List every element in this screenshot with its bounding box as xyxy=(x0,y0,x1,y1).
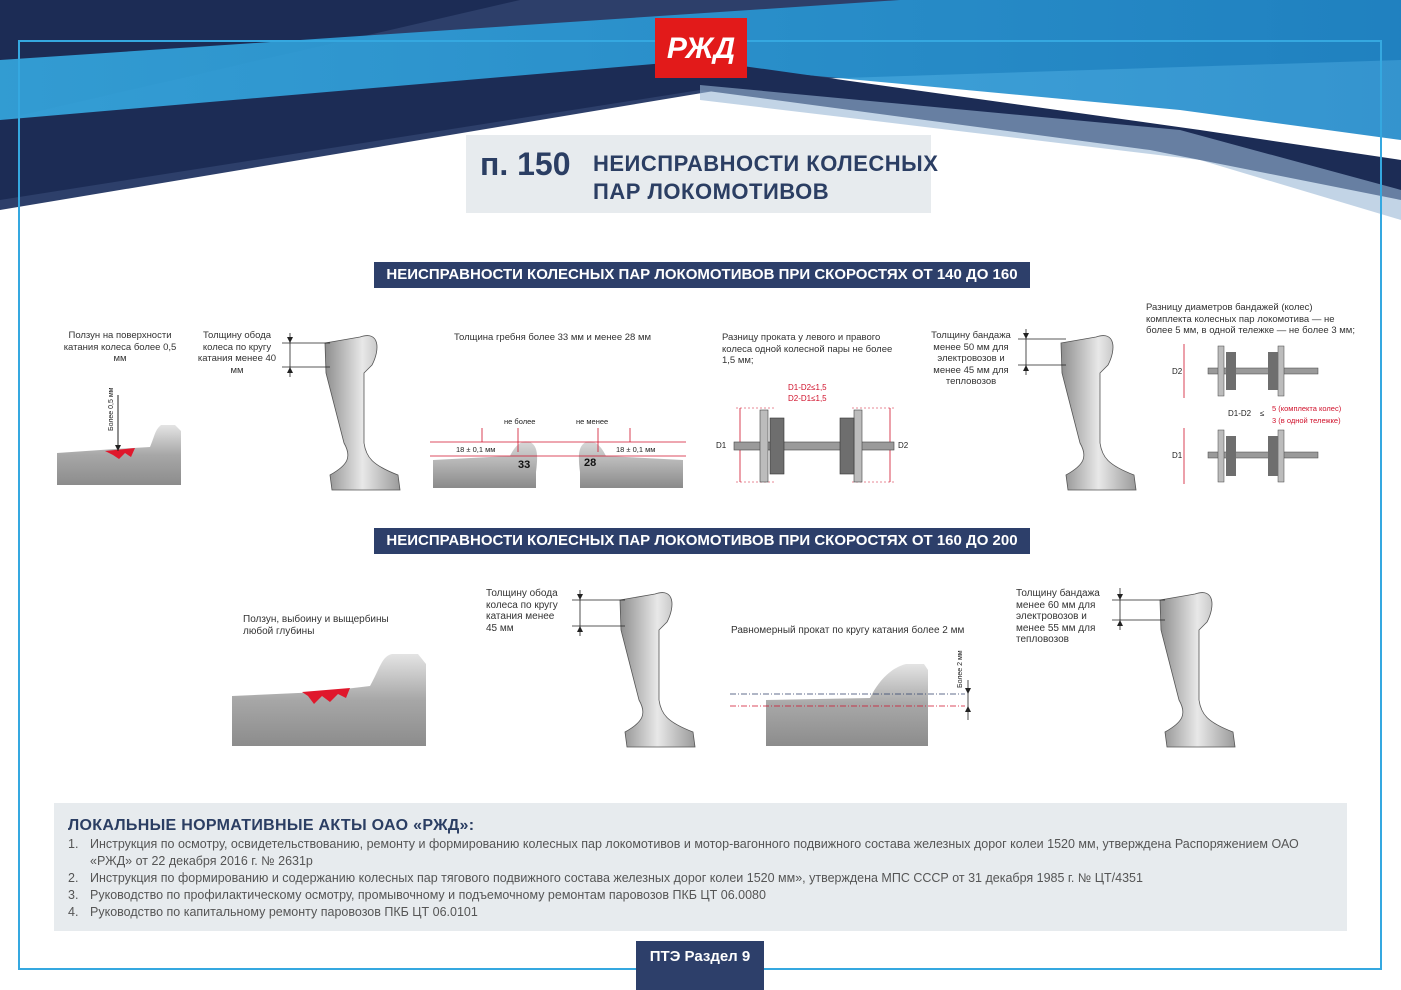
s2-item1-wheel-damage-diagram xyxy=(232,654,426,746)
svg-text:5 (комплекта колес): 5 (комплекта колес) xyxy=(1272,404,1342,413)
s1-item4-formula2: D2-D1≤1,5 xyxy=(788,394,827,403)
s1-item5-caption: Толщину бандажа менее 50 мм для электров… xyxy=(931,330,1011,387)
s1-item4-formula1: D1-D2≤1,5 xyxy=(788,383,827,392)
svg-text:18 ± 0,1 мм: 18 ± 0,1 мм xyxy=(616,445,655,454)
svg-text:D1: D1 xyxy=(716,441,727,450)
rzd-logo: РЖД xyxy=(655,18,747,78)
s1-item2-rim-diagram xyxy=(282,333,401,491)
s2-item2-caption: Толщину обода колеса по кругу катания ме… xyxy=(486,588,558,634)
title-line-1: НЕИСПРАВНОСТИ КОЛЕСНЫХ xyxy=(593,151,939,176)
list-item: 3.Руководство по профилактическому осмот… xyxy=(68,888,766,902)
title-box xyxy=(466,135,931,213)
page-title: НЕИСПРАВНОСТИ КОЛЕСНЫХ ПАР ЛОКОМОТИВОВ xyxy=(593,150,938,206)
norms-list: 1.Инструкция по осмотру, освидетельствов… xyxy=(68,836,1338,921)
norms-panel xyxy=(54,803,1347,931)
section2-banner: НЕИСПРАВНОСТИ КОЛЕСНЫХ ПАР ЛОКОМОТИВОВ П… xyxy=(374,528,1030,554)
svg-text:D1-D2: D1-D2 xyxy=(1228,409,1252,418)
svg-text:3 (в одной тележке): 3 (в одной тележке) xyxy=(1272,416,1341,425)
svg-text:18 ± 0,1 мм: 18 ± 0,1 мм xyxy=(456,445,495,454)
svg-text:D2: D2 xyxy=(898,441,909,450)
s1-item3-caption: Толщина гребня более 33 мм и менее 28 мм xyxy=(453,332,652,343)
s1-item4-caption: Разницу проката у левого и правого колес… xyxy=(722,332,893,366)
s1-item5-tire-diagram xyxy=(1018,329,1137,491)
s1-item3-flange-diagram: не более не менее 18 ± 0,1 мм 18 ± 0,1 м… xyxy=(430,417,686,488)
s1-item6-wheelsets-diagram: D2 D1 D1-D2 ≤ 5 (комплекта колес) 3 (в о… xyxy=(1172,344,1342,484)
svg-text:D2: D2 xyxy=(1172,367,1183,376)
svg-text:D1: D1 xyxy=(1172,451,1183,460)
svg-text:Более 2 мм: Более 2 мм xyxy=(957,650,964,688)
svg-text:не более: не более xyxy=(504,417,535,426)
s2-item2-rim-diagram xyxy=(572,590,696,748)
title-number: п. 150 xyxy=(480,146,571,182)
s1-item6-caption: Разницу диаметров бандажей (колес) компл… xyxy=(1146,302,1355,336)
svg-text:≤: ≤ xyxy=(1260,409,1265,418)
header-decoration xyxy=(0,0,1401,220)
list-item: 4.Руководство по капитальному ремонту па… xyxy=(68,905,478,919)
svg-text:РЖД: РЖД xyxy=(667,32,735,65)
title-line-2: ПАР ЛОКОМОТИВОВ xyxy=(593,179,830,204)
footer-section-label: ПТЭ Раздел 9 xyxy=(636,941,764,990)
svg-text:28: 28 xyxy=(584,457,596,469)
s1-item2-caption: Толщину обода колеса по кругу катания ме… xyxy=(197,330,277,376)
svg-text:не менее: не менее xyxy=(576,417,608,426)
svg-text:Более 0,5 мм: Более 0,5 мм xyxy=(108,387,115,431)
s2-item3-uniform-wear-diagram: Более 2 мм xyxy=(730,650,971,746)
list-item: 1.Инструкция по осмотру, освидетельствов… xyxy=(68,837,1299,868)
s2-item1-caption: Ползун, выбоину и выщербины любой глубин… xyxy=(243,614,389,637)
list-item: 2.Инструкция по формированию и содержани… xyxy=(68,871,1143,885)
s2-item4-caption: Толщину бандажа менее 60 мм для электров… xyxy=(1016,588,1100,645)
s2-item4-tire-diagram xyxy=(1112,588,1236,748)
section1-banner: НЕИСПРАВНОСТИ КОЛЕСНЫХ ПАР ЛОКОМОТИВОВ П… xyxy=(374,262,1030,288)
s2-item3-caption: Равномерный прокат по кругу катания боле… xyxy=(731,625,965,636)
rzd-logo-icon: РЖД xyxy=(667,32,735,65)
norms-title: ЛОКАЛЬНЫЕ НОРМАТИВНЫЕ АКТЫ ОАО «РЖД»: xyxy=(68,817,475,834)
s1-item1-wheel-flat-diagram: Более 0,5 мм xyxy=(57,387,181,485)
s1-item4-wheelset-diagram: D1 D2 xyxy=(716,407,909,483)
svg-text:33: 33 xyxy=(518,459,530,471)
s1-item1-caption: Ползун на поверхности катания колеса бол… xyxy=(63,330,177,364)
